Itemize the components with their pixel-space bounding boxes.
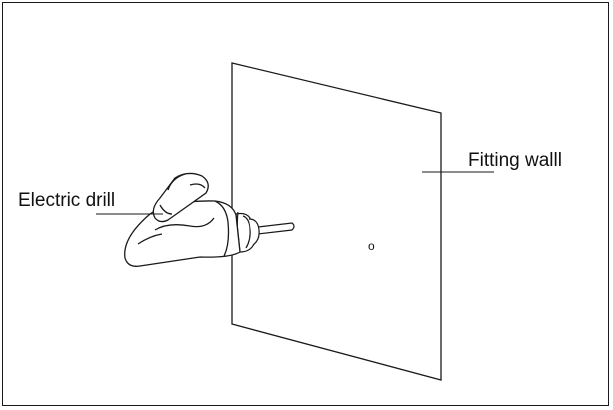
hole-mark: o [368, 239, 375, 253]
diagram-border [2, 2, 609, 406]
drill-bit [257, 222, 295, 235]
fitting-wall-panel [231, 62, 442, 381]
fitting-wall-label: Fitting walll [468, 150, 562, 171]
electric-drill-label: Electric drill [18, 190, 116, 211]
drill-body [124, 172, 241, 267]
